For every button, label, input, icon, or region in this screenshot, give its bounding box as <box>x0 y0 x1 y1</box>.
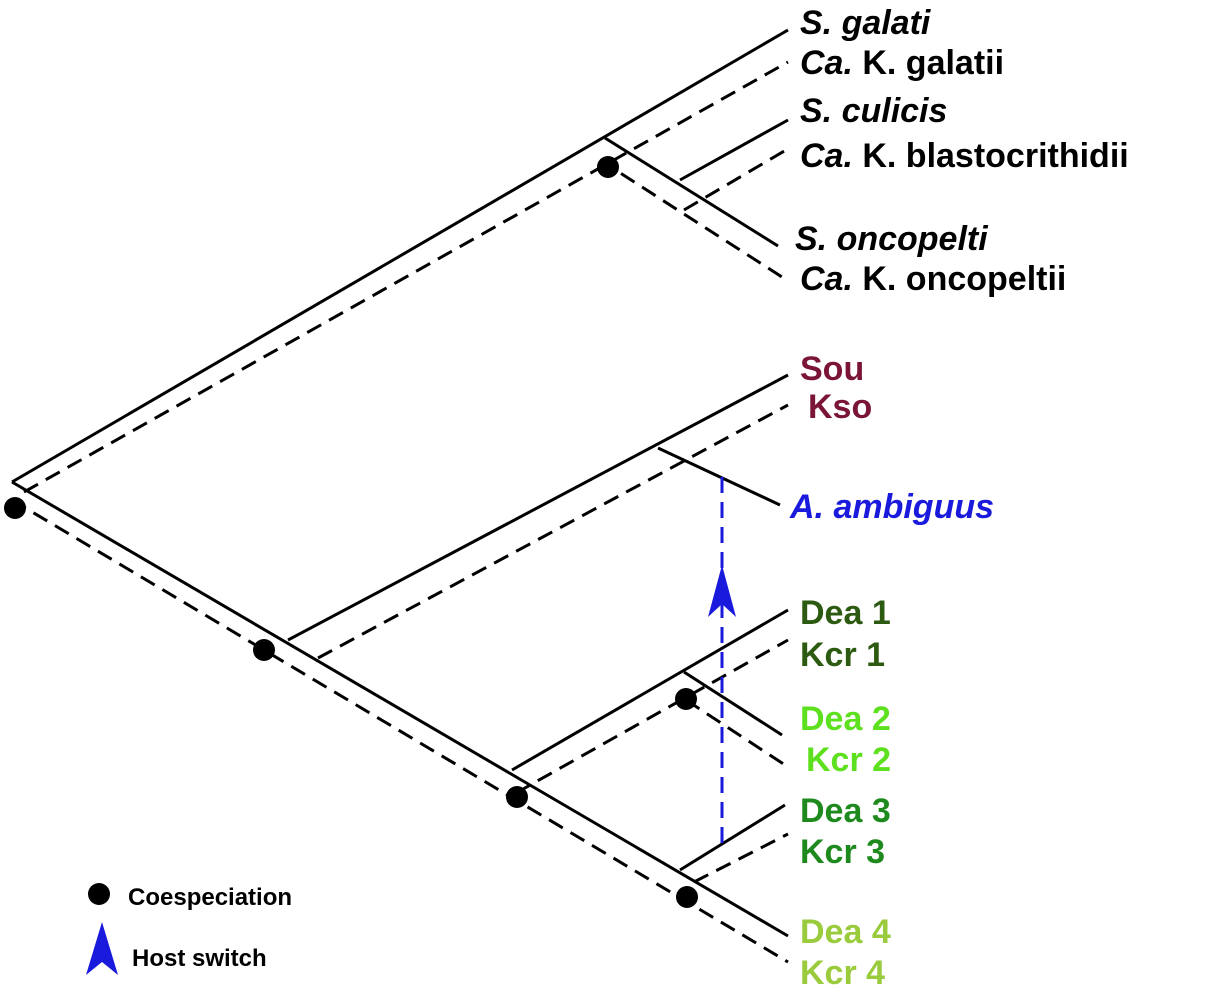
taxon-label: S. galati <box>800 4 932 42</box>
host-branch-root-to-bottom <box>12 482 788 936</box>
taxon-label: Kcr 1 <box>800 636 885 674</box>
taxon-label: Dea 2 <box>800 700 891 738</box>
taxon-labels: S. galati Ca. K. galatii S. culicis Ca. … <box>789 4 1129 991</box>
host-branch-culicis-oncopelti <box>605 138 778 246</box>
legend-host-switch-label: Host switch <box>132 945 267 972</box>
host-switch-legend-icon <box>86 922 118 975</box>
symbiont-branch-blasto-oncopeltii <box>600 160 782 277</box>
taxon-label: Ca. K. galatii <box>800 44 1004 82</box>
symbiont-branch-blastocrithidii <box>684 150 786 210</box>
taxon-label: Kso <box>808 388 872 426</box>
host-branch-dea-2 <box>684 672 782 735</box>
host-branch-culicis <box>680 120 788 180</box>
coespeciation-legend-icon <box>88 883 110 905</box>
host-switch <box>708 477 736 848</box>
taxon-label: Kcr 2 <box>806 741 891 779</box>
taxon-label: Kcr 4 <box>800 954 885 991</box>
coespeciation-nodes <box>4 156 698 908</box>
symbiont-branch-kso-clade <box>318 405 788 658</box>
taxon-label: Ca. K. oncopeltii <box>800 260 1066 298</box>
legend: Coespeciation Host switch <box>86 883 292 975</box>
legend-coespeciation-label: Coespeciation <box>128 884 292 911</box>
taxon-label: S. oncopelti <box>795 220 989 258</box>
coespeciation-node <box>506 786 528 808</box>
taxon-label: S. culicis <box>800 92 947 130</box>
taxon-label: Dea 4 <box>800 913 891 951</box>
symbiont-branch-kcr-3 <box>694 834 788 882</box>
coespeciation-node <box>253 639 275 661</box>
taxon-label: Sou <box>800 350 864 388</box>
symbiont-branch-kcr-1-2-3 <box>516 640 788 793</box>
coespeciation-node <box>4 497 26 519</box>
taxon-label: Dea 3 <box>800 792 891 830</box>
host-branch-root-to-top <box>12 30 788 482</box>
symbiont-branch-kcr-2 <box>686 700 785 765</box>
symbiont-tree <box>12 62 788 962</box>
symbiont-branch-root-to-top <box>24 62 788 492</box>
taxon-label: Ca. K. blastocrithidii <box>800 137 1129 175</box>
host-tree <box>12 30 788 936</box>
coespeciation-node <box>597 156 619 178</box>
coespeciation-node <box>675 688 697 710</box>
host-branch-dea-1-2-3 <box>512 610 788 770</box>
host-branch-dea-3 <box>680 805 785 870</box>
taxon-label: Kcr 3 <box>800 833 885 871</box>
coespeciation-node <box>676 886 698 908</box>
taxon-label: Dea 1 <box>800 594 891 632</box>
host-branch-ambiguus <box>658 448 780 505</box>
taxon-label: A. ambiguus <box>789 488 994 526</box>
